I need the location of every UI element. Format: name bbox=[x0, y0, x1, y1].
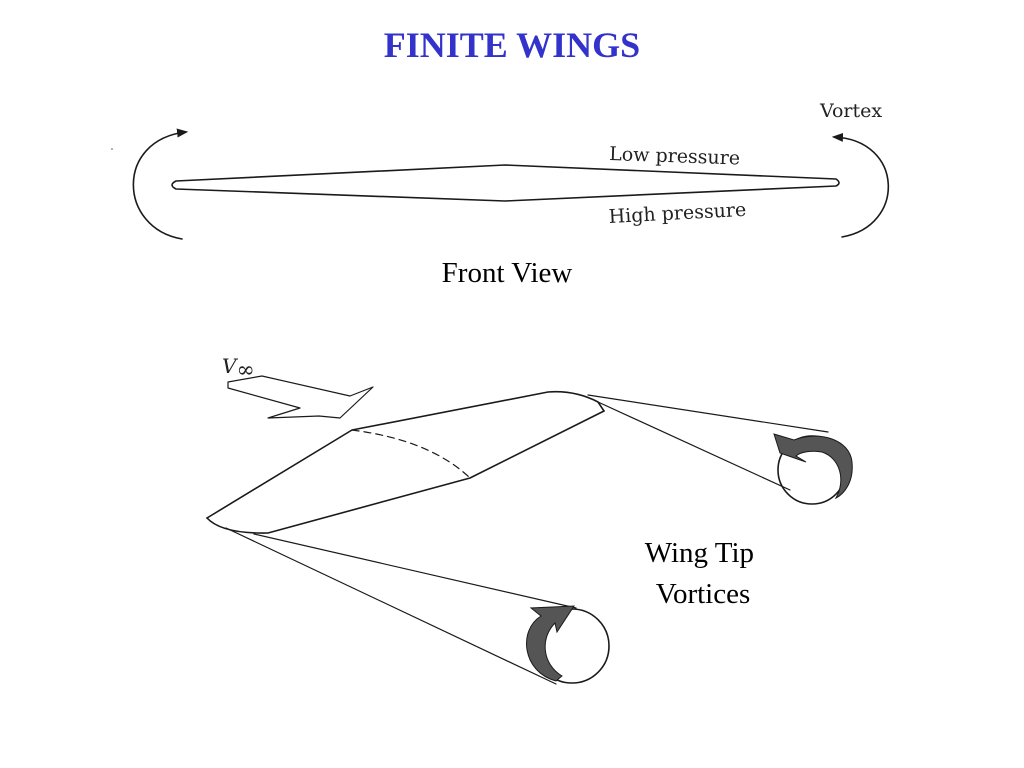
high-pressure-label: High pressure bbox=[608, 199, 747, 228]
page-title: FINITE WINGS bbox=[384, 25, 640, 65]
wing-leading-edge bbox=[206, 390, 605, 519]
wing-root-dashed-line bbox=[351, 429, 471, 479]
right-vortex-tube-top bbox=[587, 394, 829, 433]
left-vortex-tube-top bbox=[253, 533, 577, 609]
low-pressure-label: Low pressure bbox=[609, 143, 741, 170]
perspective-view-diagram: V∞ Wing Tip Vortices bbox=[206, 354, 853, 685]
right-vortex-tube-bottom bbox=[597, 401, 791, 491]
left-vortex-arrow bbox=[132, 128, 189, 240]
wing-tip-vortices-caption: Wing Tip Vortices bbox=[645, 537, 762, 610]
front-view-wing bbox=[171, 164, 840, 202]
scan-speck bbox=[111, 148, 113, 150]
vortex-label: Vortex bbox=[819, 100, 882, 122]
left-vortex-swirl-arrow bbox=[526, 605, 575, 682]
caption-line-2: Vortices bbox=[656, 578, 751, 610]
right-vortex-swirl-arrow bbox=[773, 433, 853, 500]
freestream-arrow bbox=[227, 375, 374, 419]
front-view-diagram: Vortex Low pressure High pressure Front … bbox=[111, 100, 890, 289]
caption-line-1: Wing Tip bbox=[645, 537, 754, 569]
left-vortex-tube-bottom bbox=[225, 527, 557, 685]
front-view-caption: Front View bbox=[442, 257, 573, 289]
wing-trailing-edge bbox=[206, 410, 605, 534]
freestream-velocity-label: V∞ bbox=[222, 354, 255, 383]
freestream-symbol: V bbox=[222, 354, 239, 378]
freestream-subscript: ∞ bbox=[236, 358, 254, 383]
right-vortex-arrow bbox=[831, 132, 890, 238]
